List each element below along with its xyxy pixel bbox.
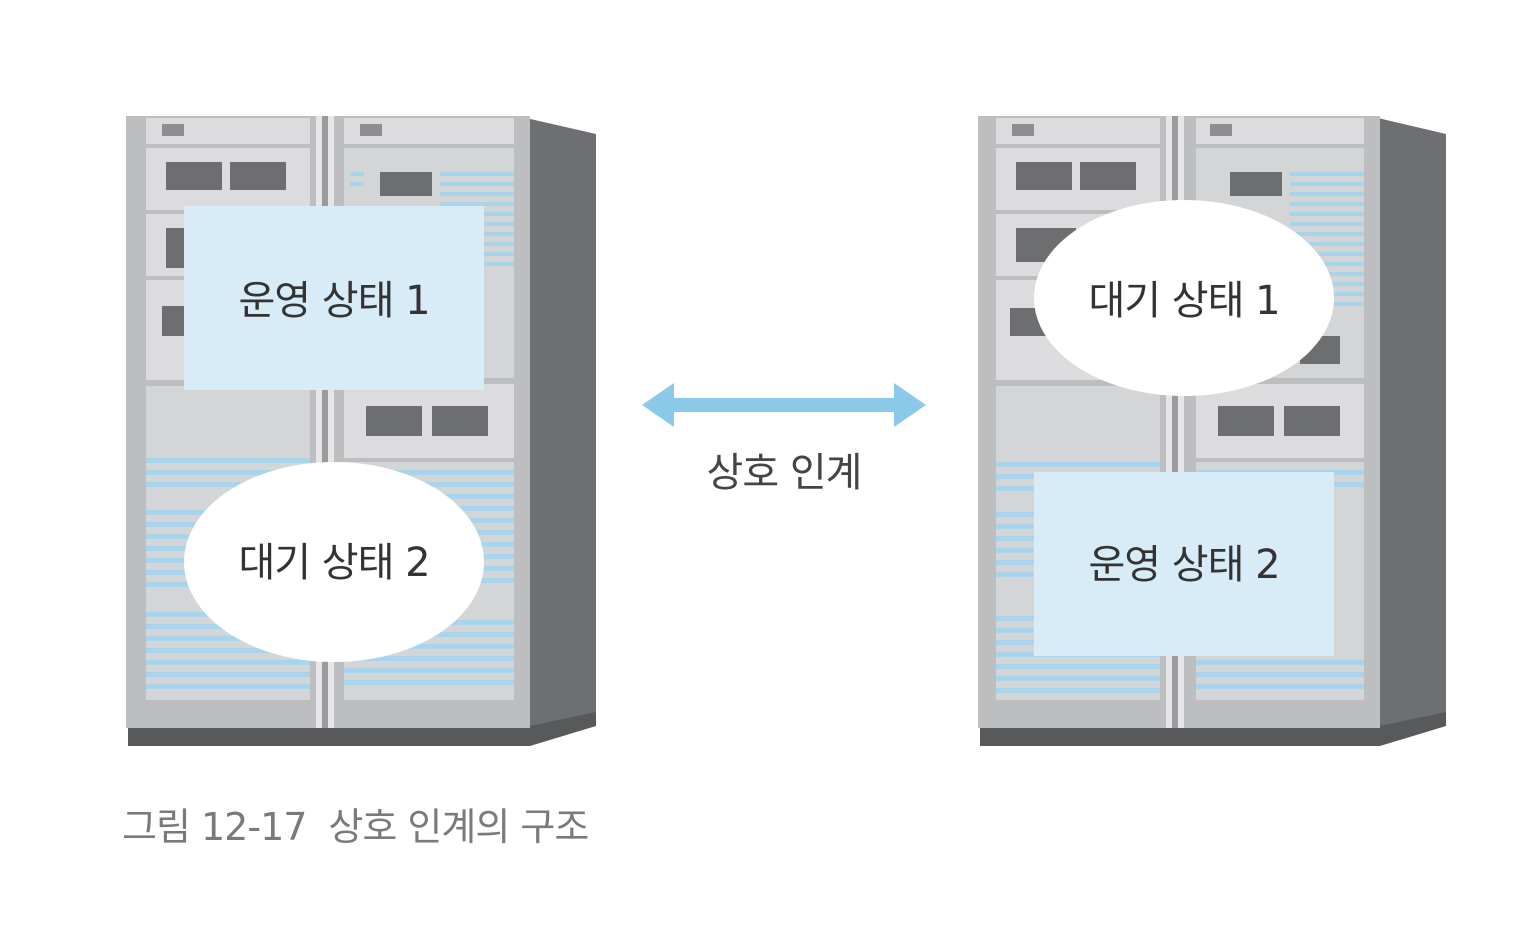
right-top-state-label: 대기 상태 1 [1088, 278, 1279, 324]
left-top-state-label: 운영 상태 1 [238, 278, 429, 324]
figure-number: 그림 12-17 [122, 805, 307, 849]
operating-state-box [184, 206, 484, 390]
left-bottom-state: 대기 상태 2 [184, 462, 484, 662]
right-bottom-state-label: 운영 상태 2 [1088, 542, 1279, 588]
left-top-state: 운영 상태 1 [184, 206, 484, 390]
figure-title: 상호 인계의 구조 [328, 805, 589, 849]
left-bottom-state-label: 대기 상태 2 [238, 540, 429, 586]
figure-caption: 그림 12-17 상호 인계의 구조 [122, 796, 589, 851]
mutual-takeover-link: 상호 인계 [642, 383, 926, 496]
left-server-rack: 운영 상태 1 대기 상태 2 [126, 116, 596, 746]
double-arrow-icon [642, 383, 926, 427]
standby-state-ellipse [184, 462, 484, 662]
operating-state-box [1034, 472, 1334, 656]
standby-state-ellipse [1034, 200, 1334, 396]
right-bottom-state: 운영 상태 2 [1034, 472, 1334, 656]
right-top-state: 대기 상태 1 [1034, 200, 1334, 396]
right-server-rack: 대기 상태 1 운영 상태 2 [978, 116, 1446, 746]
link-label: 상호 인계 [707, 450, 862, 496]
